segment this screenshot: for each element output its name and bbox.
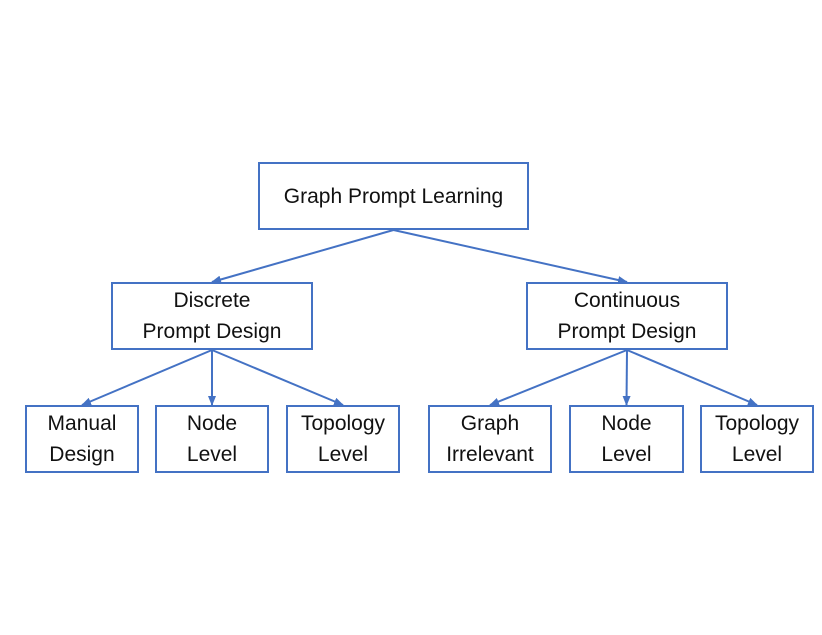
node-label-line: Level xyxy=(731,443,783,466)
node-label-line: Graph Prompt Learning xyxy=(283,184,504,208)
node-label-line: Node xyxy=(186,412,238,435)
node-label-line: Level xyxy=(186,443,238,466)
node-label-line: Level xyxy=(317,443,369,466)
node-label-line: Topology xyxy=(714,412,800,435)
edge-root-to-discrete xyxy=(211,229,394,284)
node-label-line: Manual xyxy=(47,412,117,435)
node-label-line: Graph xyxy=(460,412,520,435)
node-label-line: Topology xyxy=(300,412,386,435)
node-label-line: Continuous xyxy=(573,289,681,312)
edge-continuous-to-graph_irrelevant xyxy=(489,349,628,406)
node-label-line: Design xyxy=(49,443,115,466)
node-label-line: Node xyxy=(601,412,652,435)
node-manual-design: Manual Design xyxy=(25,405,139,473)
edge-continuous-to-continuous_topology_level xyxy=(626,349,758,406)
node-label-line: Level xyxy=(601,443,652,466)
node-discrete-topology-level: Topology Level xyxy=(286,405,400,473)
node-discrete-prompt-design: Discrete Prompt Design xyxy=(111,282,313,350)
edge-continuous-to-continuous_node_level xyxy=(622,349,631,406)
edge-root-to-continuous xyxy=(393,229,628,284)
node-continuous-node-level: Node Level xyxy=(569,405,684,473)
edge-discrete-to-manual_design xyxy=(81,349,213,406)
edge-discrete-to-discrete_topology_level xyxy=(211,349,344,406)
node-label-line: Prompt Design xyxy=(557,320,697,343)
node-label-line: Irrelevant xyxy=(446,443,534,466)
node-continuous-topology-level: Topology Level xyxy=(700,405,814,473)
node-label-line: Discrete xyxy=(173,289,251,312)
node-graph-irrelevant: Graph Irrelevant xyxy=(428,405,552,473)
node-label-line: Prompt Design xyxy=(142,320,282,343)
node-graph-prompt-learning: Graph Prompt Learning xyxy=(258,162,529,230)
node-discrete-node-level: Node Level xyxy=(155,405,269,473)
node-continuous-prompt-design: Continuous Prompt Design xyxy=(526,282,728,350)
